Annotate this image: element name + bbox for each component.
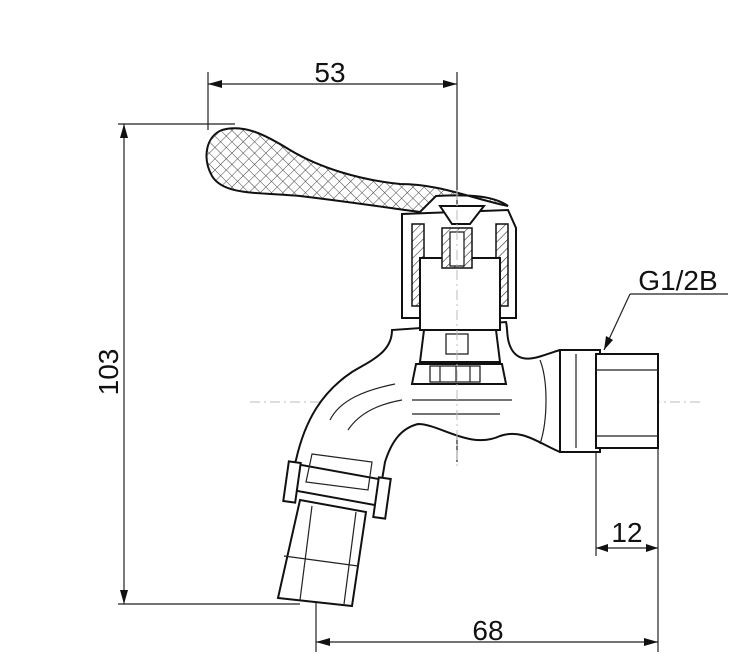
lever-handle	[205, 127, 509, 214]
dimension-thread-length: 12	[595, 442, 658, 556]
dimension-height-total: 103	[93, 123, 300, 605]
label-width-top: 53	[314, 57, 345, 88]
label-thread-length: 12	[611, 517, 642, 548]
valve-bonnet	[401, 205, 517, 385]
leader-thread-spec: G1/2B	[603, 265, 728, 351]
label-length-total: 68	[472, 615, 503, 646]
label-height-total: 103	[93, 349, 124, 396]
outlet-tube	[276, 453, 392, 608]
dimension-length-total: 68	[315, 442, 659, 652]
label-thread-spec: G1/2B	[638, 265, 717, 296]
